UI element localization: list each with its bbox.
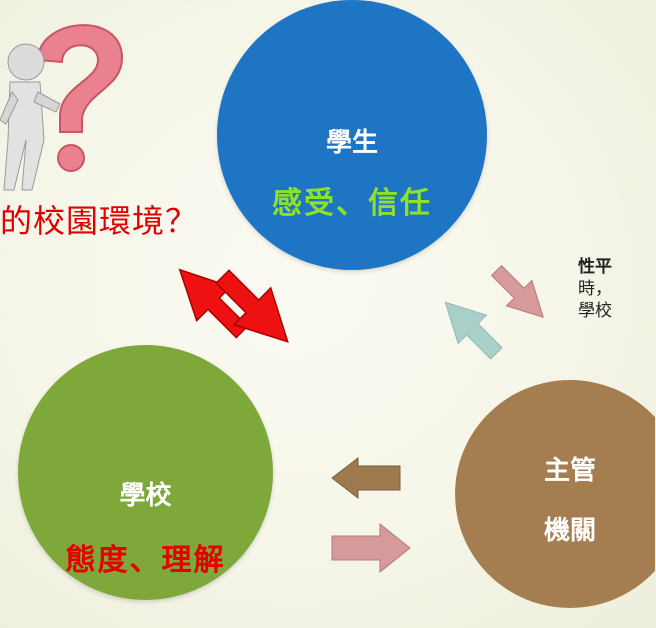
student-circle: 學生 感受、信任: [217, 0, 487, 270]
school-title: 學校: [119, 481, 172, 511]
teal-arrow-up-left-icon: [444, 301, 503, 360]
side-note-line1: 性平: [578, 257, 612, 277]
authority-circle-fill: 主管 機關: [455, 380, 655, 608]
red-arrow-down-icon: [215, 269, 289, 343]
side-note-line3: 學校: [578, 301, 612, 321]
authority-title-line1: 主管: [543, 456, 596, 486]
authority-circle: 主管 機關: [455, 380, 655, 608]
side-note-line2: 時，: [578, 279, 612, 299]
question-text: 的校園環境？: [0, 202, 199, 240]
authority-title-line2: 機關: [543, 516, 596, 546]
school-subtitle: 態度、理解: [65, 543, 226, 578]
student-subtitle: 感受、信任: [272, 186, 432, 221]
pink-arrow-down-right-icon: [490, 264, 544, 318]
side-note: 性平 時， 學校: [578, 256, 612, 322]
school-circle: 學校 態度、理解: [18, 345, 273, 600]
brown-arrow-left-icon: [331, 456, 401, 500]
question-mark-figure-icon: [0, 24, 124, 191]
pink-arrow-right-icon: [331, 522, 411, 574]
student-title: 學生: [325, 128, 378, 158]
